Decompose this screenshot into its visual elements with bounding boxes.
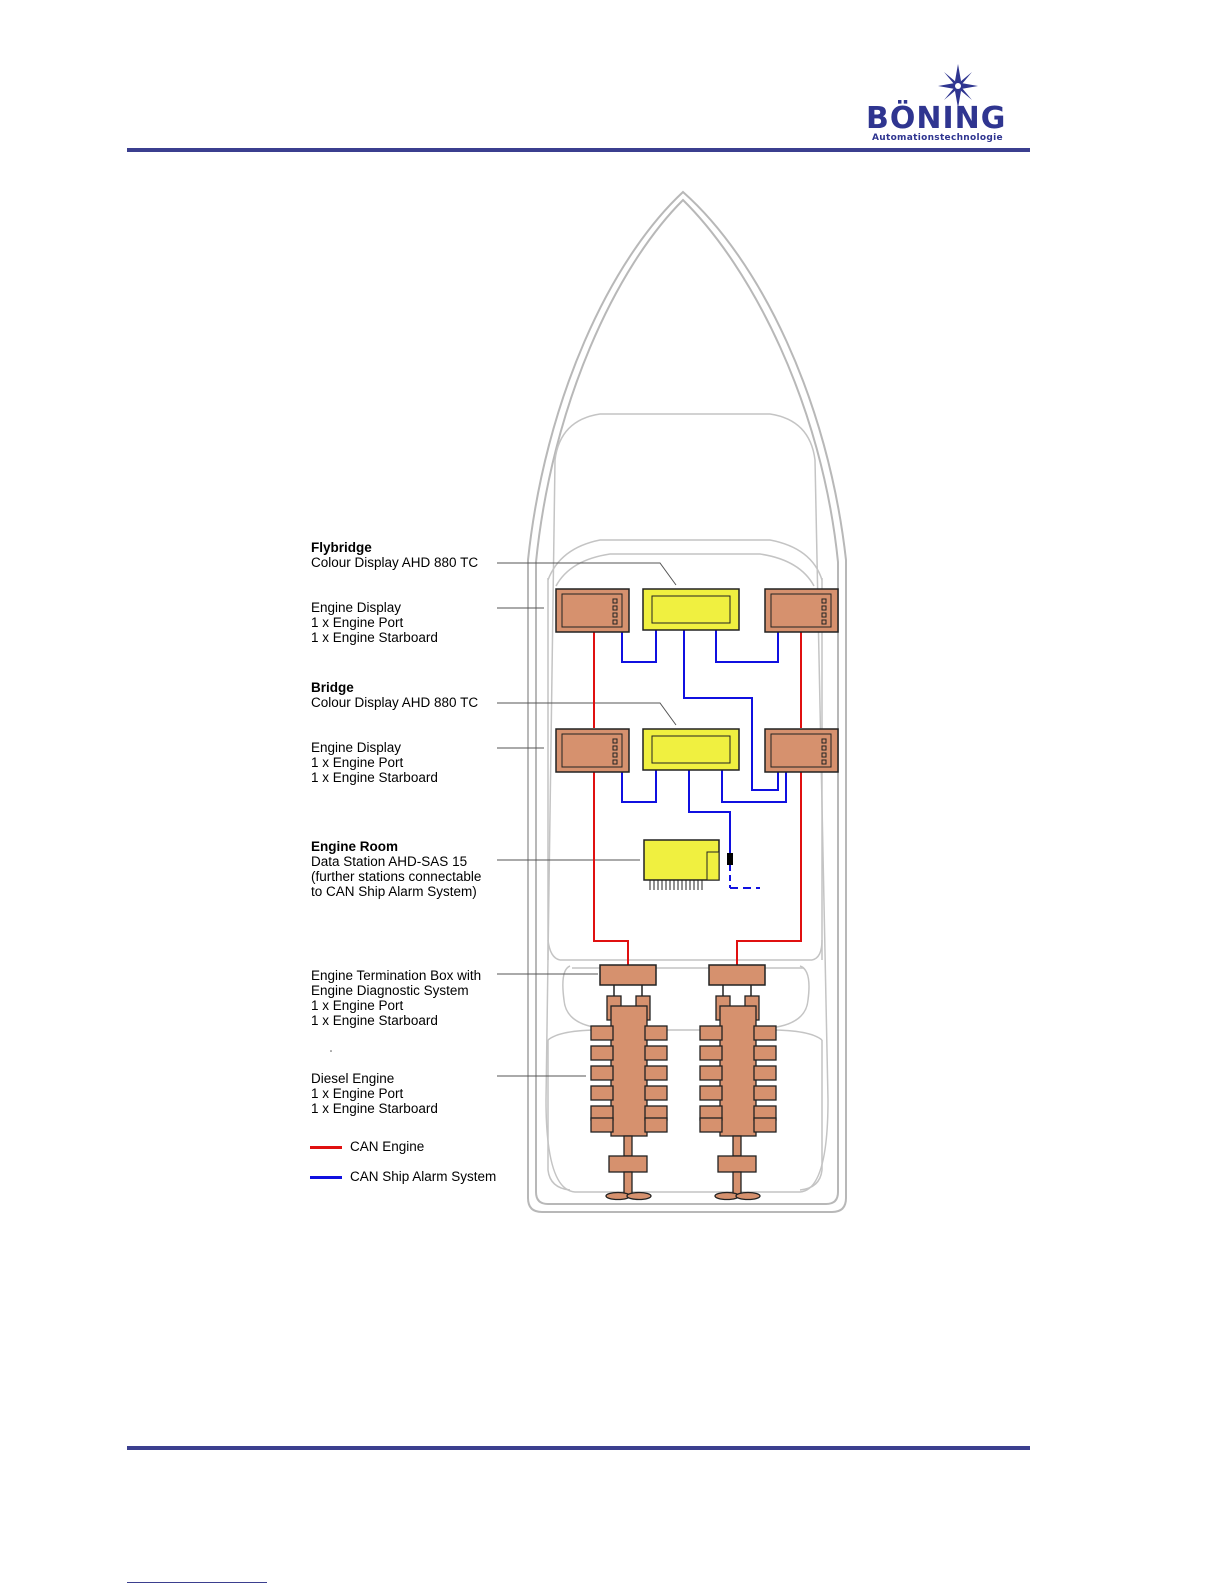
termination-box-port — [599, 964, 657, 986]
bridge-engine-display-label: Engine Display 1 x Engine Port 1 x Engin… — [311, 740, 438, 785]
red-line-swatch — [310, 1146, 342, 1149]
engine-room-title: Engine Room — [311, 839, 398, 854]
data-station-ahd-sas-15 — [643, 839, 720, 890]
engine-port-label: 1 x Engine Port — [311, 755, 404, 770]
engine-starboard-label: 1 x Engine Starboard — [311, 630, 438, 645]
flybridge-engine-display-label: Engine Display 1 x Engine Port 1 x Engin… — [311, 600, 438, 645]
engine-port-label: 1 x Engine Port — [311, 998, 404, 1013]
engine-display-label: Engine Display — [311, 600, 402, 615]
termination-line-1: Engine Termination Box with — [311, 968, 482, 983]
deck-outline — [545, 413, 829, 1193]
flybridge-colour-display — [642, 588, 740, 631]
blue-line-swatch — [310, 1176, 342, 1179]
flybridge-colour-display-label: Colour Display AHD 880 TC — [311, 555, 479, 570]
bridge-label: Bridge Colour Display AHD 880 TC — [311, 680, 478, 710]
flybridge-engine-display-port — [555, 588, 630, 633]
data-station-label: Data Station AHD-SAS 15 — [311, 854, 468, 869]
engine-room-label: Engine Room Data Station AHD-SAS 15 (fur… — [311, 839, 481, 899]
legend-can-engine-label: CAN Engine — [350, 1139, 425, 1154]
bridge-engine-display-starboard — [764, 728, 839, 773]
can-alarm-bus — [621, 630, 787, 889]
stray-dot — [330, 1050, 332, 1052]
bridge-engine-display-port — [555, 728, 630, 773]
flybridge-label: Flybridge Colour Display AHD 880 TC — [311, 540, 478, 570]
data-station-note-1: (further stations connectable — [311, 869, 482, 884]
footer-rule — [127, 1446, 1030, 1450]
engine-starboard-label: 1 x Engine Starboard — [311, 1013, 438, 1028]
engine-display-label: Engine Display — [311, 740, 402, 755]
termination-line-2: Engine Diagnostic System — [311, 983, 469, 998]
diesel-engine-title: Diesel Engine — [311, 1071, 395, 1086]
engine-port-label: 1 x Engine Port — [311, 615, 404, 630]
termination-box-label: Engine Termination Box with Engine Diagn… — [311, 968, 481, 1028]
legend-can-alarm-label: CAN Ship Alarm System — [350, 1169, 497, 1184]
alarm-bus-connector — [727, 853, 733, 865]
bridge-title: Bridge — [311, 680, 354, 695]
header-rule — [127, 148, 1030, 152]
logo-wordmark: BÖNING — [866, 101, 1007, 136]
engine-starboard-label: 1 x Engine Starboard — [311, 770, 438, 785]
engine-starboard-label: 1 x Engine Starboard — [311, 1101, 438, 1116]
diesel-engine-label: Diesel Engine 1 x Engine Port 1 x Engine… — [311, 1071, 438, 1116]
bridge-colour-display — [642, 728, 740, 771]
engine-port-label: 1 x Engine Port — [311, 1086, 404, 1101]
footer-link-underline[interactable] — [127, 1582, 267, 1583]
data-station-note-2: to CAN Ship Alarm System) — [311, 884, 477, 899]
flybridge-engine-display-starboard — [764, 588, 839, 633]
logo-subtitle: Automationstechnologie — [872, 133, 1003, 143]
boening-logo: BÖNING Automationstechnologie — [866, 62, 1026, 146]
flybridge-title: Flybridge — [311, 540, 372, 555]
compass-star-icon — [938, 64, 978, 108]
termination-box-starboard — [708, 964, 766, 986]
diesel-engine-port — [590, 995, 668, 1201]
diesel-engine-starboard — [699, 995, 777, 1201]
can-engine-bus — [593, 632, 802, 966]
leader-lines — [497, 562, 677, 1077]
hull-outline — [527, 190, 847, 1213]
bridge-colour-display-label: Colour Display AHD 880 TC — [311, 695, 479, 710]
